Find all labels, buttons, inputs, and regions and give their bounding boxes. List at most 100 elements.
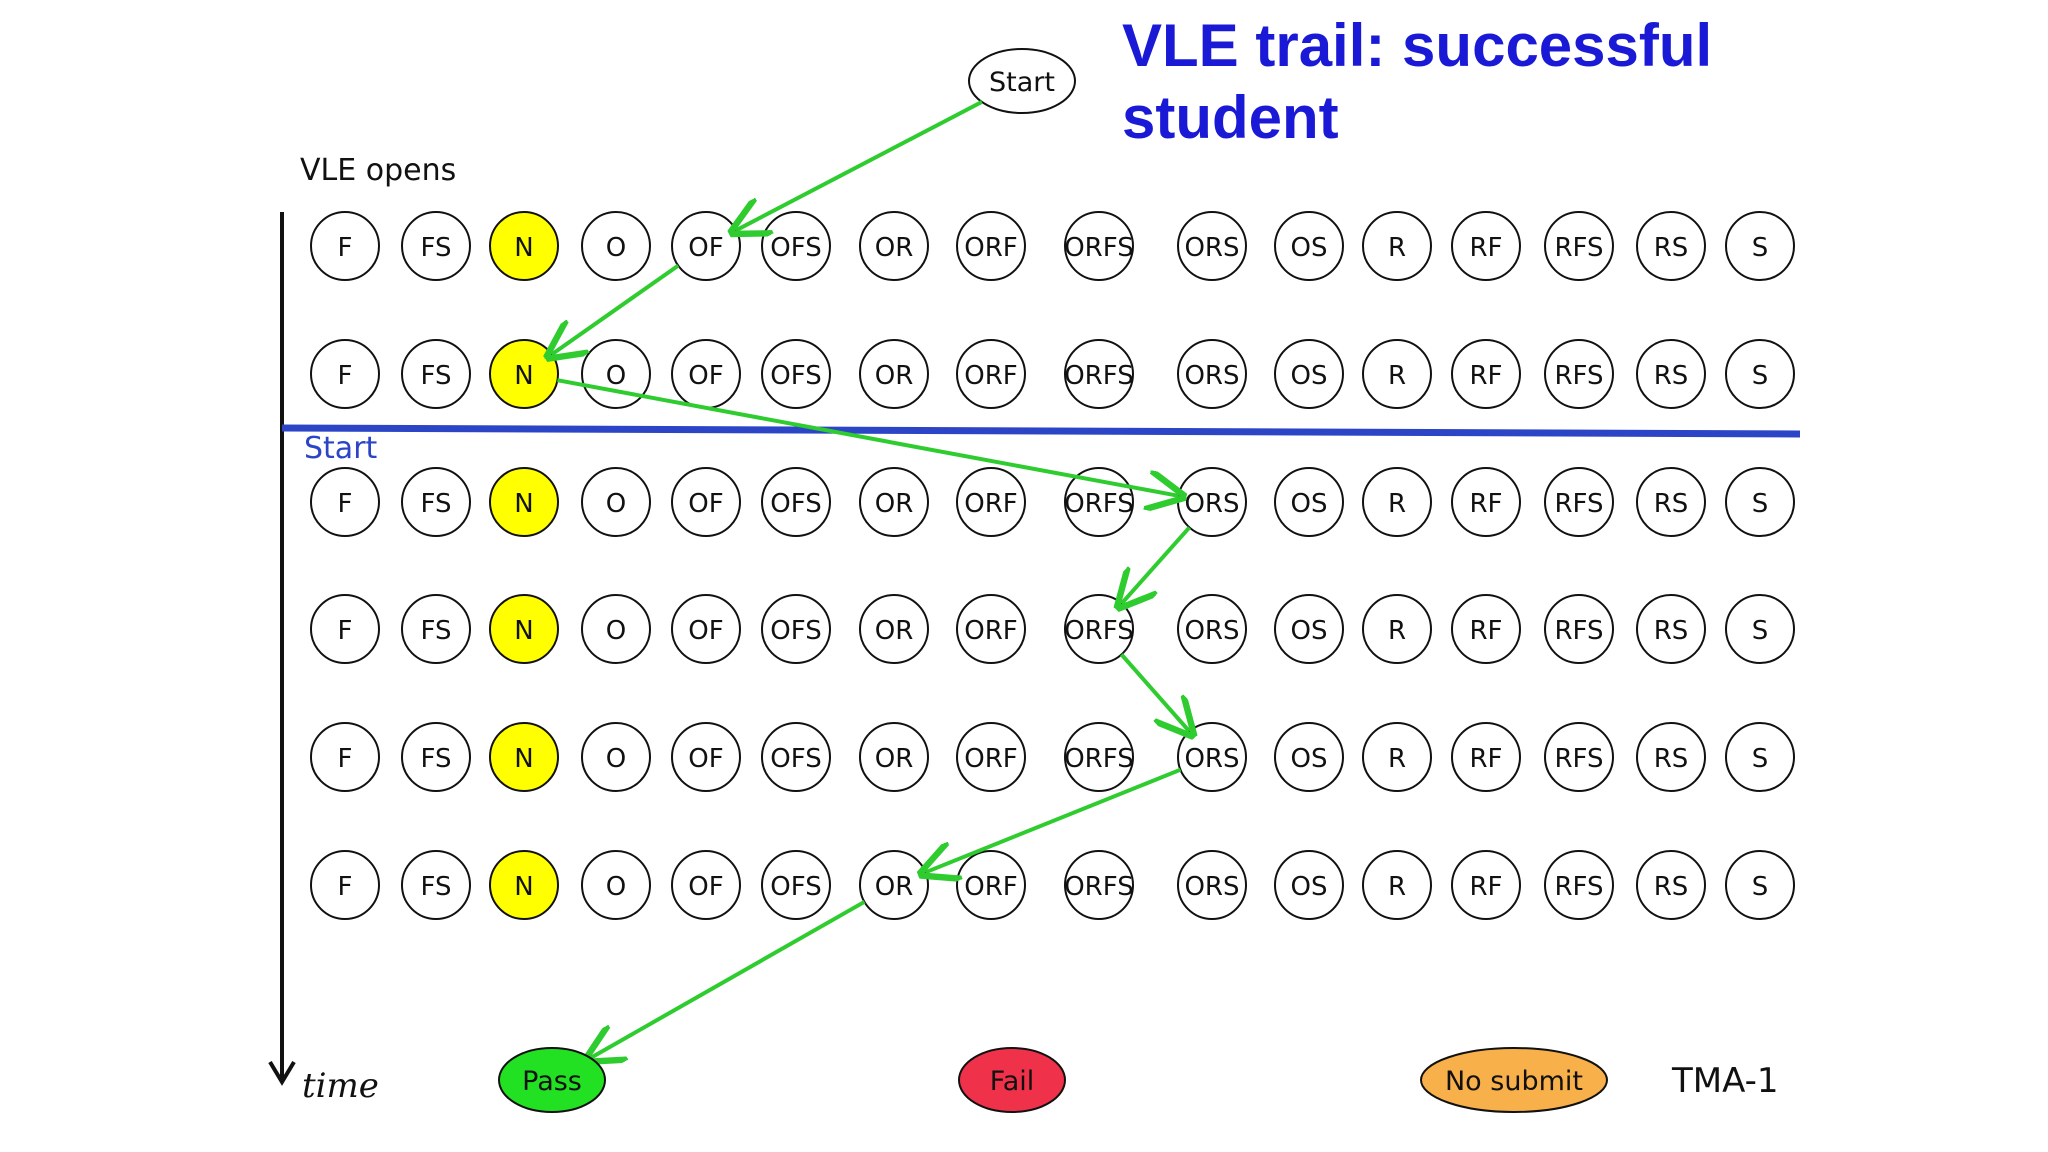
- outcome-fail-ellipse: [958, 1047, 1066, 1113]
- state-node-s: S: [1725, 211, 1795, 281]
- state-label: OR: [875, 489, 914, 519]
- trail-arrow-4: [1122, 526, 1191, 603]
- state-label: F: [338, 744, 353, 774]
- state-label: N: [514, 233, 533, 263]
- state-label: OR: [875, 872, 914, 902]
- state-node-rf: RF: [1451, 467, 1521, 537]
- time-label: time: [302, 1066, 379, 1106]
- state-label: OF: [688, 233, 723, 263]
- title-line-2: student: [1122, 84, 1339, 151]
- state-circle: [671, 722, 741, 792]
- state-circle: [1362, 594, 1432, 664]
- state-label: RFS: [1554, 361, 1603, 391]
- state-node-of: OF: [671, 467, 741, 537]
- outcome-pass-label: Pass: [522, 1066, 582, 1097]
- state-circle: [1451, 594, 1521, 664]
- state-circle: [1274, 850, 1344, 920]
- state-circle: [489, 850, 559, 920]
- state-label: ORFS: [1064, 744, 1134, 774]
- state-label: F: [338, 361, 353, 391]
- outcome-no-submit-label: No submit: [1445, 1066, 1583, 1097]
- state-circle: [310, 850, 380, 920]
- state-label: RS: [1654, 744, 1689, 774]
- state-circle: [956, 594, 1026, 664]
- state-label: ORS: [1184, 233, 1239, 263]
- state-label: OS: [1291, 744, 1328, 774]
- state-circle: [1451, 211, 1521, 281]
- state-node-n: N: [489, 722, 559, 792]
- state-circle: [956, 211, 1026, 281]
- start-line: [281, 424, 1801, 438]
- state-circle: [401, 467, 471, 537]
- state-node-rfs: RFS: [1544, 850, 1614, 920]
- state-node-r: R: [1362, 722, 1432, 792]
- outcome-fail: Fail: [958, 1047, 1066, 1113]
- state-node-s: S: [1725, 467, 1795, 537]
- state-label: R: [1388, 361, 1406, 391]
- state-circle: [1064, 850, 1134, 920]
- state-node-n: N: [489, 467, 559, 537]
- state-label: ORF: [964, 233, 1018, 263]
- state-label: O: [606, 872, 626, 902]
- trail-arrow-5: [1120, 653, 1190, 732]
- state-label: OR: [875, 233, 914, 263]
- state-label: R: [1388, 233, 1406, 263]
- state-label: OR: [875, 616, 914, 646]
- state-node-rs: RS: [1636, 339, 1706, 409]
- state-circle: [1362, 467, 1432, 537]
- state-circle: [401, 850, 471, 920]
- state-node-f: F: [310, 594, 380, 664]
- state-label: R: [1388, 616, 1406, 646]
- state-circle: [489, 722, 559, 792]
- state-circle: [956, 339, 1026, 409]
- state-node-orf: ORF: [956, 850, 1026, 920]
- state-label: RF: [1469, 744, 1502, 774]
- state-circle: [581, 722, 651, 792]
- state-label: RS: [1654, 872, 1689, 902]
- state-circle: [401, 211, 471, 281]
- state-circle: [859, 594, 929, 664]
- state-node-os: OS: [1274, 211, 1344, 281]
- state-node-rfs: RFS: [1544, 594, 1614, 664]
- state-node-rfs: RFS: [1544, 467, 1614, 537]
- state-circle: [671, 850, 741, 920]
- state-label: OFS: [770, 361, 821, 391]
- state-node-orf: ORF: [956, 211, 1026, 281]
- state-label: S: [1752, 489, 1769, 519]
- state-circle: [1451, 467, 1521, 537]
- state-node-f: F: [310, 339, 380, 409]
- state-label: OR: [875, 744, 914, 774]
- state-node-or: OR: [859, 211, 929, 281]
- state-label: RF: [1469, 489, 1502, 519]
- state-label: O: [606, 233, 626, 263]
- state-label: OF: [688, 616, 723, 646]
- state-circle: [401, 722, 471, 792]
- state-circle: [1451, 339, 1521, 409]
- state-circle: [1177, 850, 1247, 920]
- state-node-rf: RF: [1451, 722, 1521, 792]
- state-label: FS: [420, 616, 451, 646]
- state-circle: [761, 850, 831, 920]
- state-node-rf: RF: [1451, 211, 1521, 281]
- state-node-s: S: [1725, 594, 1795, 664]
- state-node-ofs: OFS: [761, 211, 831, 281]
- state-node-rs: RS: [1636, 467, 1706, 537]
- state-circle: [1544, 339, 1614, 409]
- state-node-orfs: ORFS: [1064, 594, 1134, 664]
- state-label: OF: [688, 489, 723, 519]
- state-label: ORF: [964, 872, 1018, 902]
- state-label: RS: [1654, 489, 1689, 519]
- state-node-ofs: OFS: [761, 339, 831, 409]
- state-label: R: [1388, 489, 1406, 519]
- state-label: OF: [688, 361, 723, 391]
- state-circle: [859, 467, 929, 537]
- state-label: RF: [1469, 361, 1502, 391]
- time-axis-arrowhead: [268, 1060, 296, 1086]
- state-label: ORF: [964, 616, 1018, 646]
- state-label: RS: [1654, 361, 1689, 391]
- state-node-of: OF: [671, 594, 741, 664]
- state-label: FS: [420, 872, 451, 902]
